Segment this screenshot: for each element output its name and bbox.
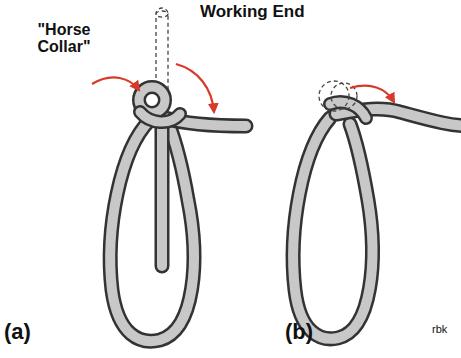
part-label: "Horse Collar": [18, 22, 110, 56]
motion-arrow: [350, 86, 394, 102]
credit-label: rbk: [432, 324, 447, 336]
figure-label: (b): [285, 320, 313, 343]
rope-b: [293, 102, 461, 339]
figure-label: (a): [4, 320, 31, 343]
working-end-ghost: [156, 8, 168, 92]
rope-a: [110, 87, 246, 341]
pointer-arrow: [92, 77, 139, 90]
motion-arrow: [176, 64, 214, 112]
end-label: Working End: [200, 3, 305, 21]
collar-ghost: [319, 81, 357, 111]
